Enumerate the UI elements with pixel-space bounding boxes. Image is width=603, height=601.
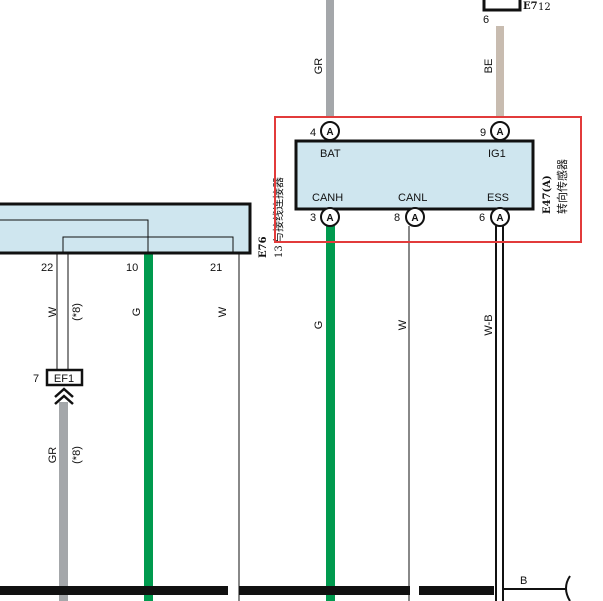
terminal-ess-label: ESS xyxy=(487,192,509,204)
pin-circle-ess xyxy=(490,207,510,227)
sensor-name: 转向传感器 xyxy=(555,159,569,214)
pin-letter-canh: A xyxy=(326,213,333,224)
wire-label-22: W xyxy=(47,306,59,317)
left-connector-name: 与接线连接器 xyxy=(271,177,285,243)
wire-label-gr-splice: GR xyxy=(47,447,59,464)
left-connector-box xyxy=(0,202,252,255)
sensor-box xyxy=(294,139,535,211)
highlight-frame xyxy=(274,116,582,243)
wire-10-green xyxy=(144,254,153,601)
left-pin-22: 22 xyxy=(41,262,53,274)
pin-circle-canl xyxy=(405,207,425,227)
bottom-bus-c xyxy=(419,586,494,595)
pin-number-canh: 3 xyxy=(310,212,316,224)
terminal-bat-label: BAT xyxy=(320,148,341,160)
bottom-bus-a xyxy=(0,586,228,595)
wire-label-g-canh: G xyxy=(313,321,325,330)
splice-box xyxy=(45,368,84,387)
splice-label: EF1 xyxy=(54,373,74,385)
left-connector-code: E76 xyxy=(258,236,269,258)
left-connector-inner-b xyxy=(62,236,234,253)
pin-number-ess: 6 xyxy=(479,212,485,224)
wire-gr-bat xyxy=(326,0,334,116)
left-connector-number: 13 xyxy=(274,245,285,258)
pin-circle-ig1 xyxy=(490,121,510,141)
splice-chevron-b xyxy=(54,394,74,405)
top-connector-code: E7 xyxy=(523,1,538,12)
pin-circle-canh xyxy=(320,207,340,227)
pin-letter-canl: A xyxy=(411,213,418,224)
pin-number-ig1: 9 xyxy=(480,127,486,139)
pin-number-bat: 4 xyxy=(310,127,316,139)
splice-chevron-a xyxy=(54,387,74,398)
left-pin-21: 21 xyxy=(210,262,222,274)
wire-label-gr-bat: GR xyxy=(313,58,325,75)
wire-note-22: (*8) xyxy=(71,303,83,321)
wire-label-w-canl: W xyxy=(397,319,409,330)
wire-be-ig1 xyxy=(496,26,504,116)
wire-label-be-ig1: BE xyxy=(483,59,495,74)
terminal-canl-label: CANL xyxy=(398,192,427,204)
left-connector-inner-a xyxy=(0,219,149,253)
top-connector-pin: 6 xyxy=(483,14,489,26)
wire-g-canh xyxy=(326,226,335,601)
terminal-canh-label: CANH xyxy=(312,192,343,204)
pin-letter-bat: A xyxy=(326,127,333,138)
top-connector-pin-top: 12 xyxy=(538,2,551,13)
wire-label-21: W xyxy=(217,306,229,317)
wire-label-wb-ess: W-B xyxy=(483,314,495,335)
splice-pin: 7 xyxy=(33,373,39,385)
pin-letter-ig1: A xyxy=(496,127,503,138)
top-connector-box xyxy=(482,0,522,12)
wire-gr-splice xyxy=(59,402,68,601)
pin-circle-bat xyxy=(320,121,340,141)
bottom-bus-b xyxy=(239,586,410,595)
wire-note-splice: (*8) xyxy=(71,446,83,464)
pin-number-canl: 8 xyxy=(394,212,400,224)
bottom-wire-end xyxy=(565,575,571,601)
left-pin-10: 10 xyxy=(126,262,138,274)
terminal-ig1-label: IG1 xyxy=(488,148,506,160)
pin-letter-ess: A xyxy=(496,213,503,224)
sensor-code: E47(A) xyxy=(542,175,553,214)
wire-label-10: G xyxy=(131,308,143,317)
bottom-wire-label: B xyxy=(520,575,527,587)
